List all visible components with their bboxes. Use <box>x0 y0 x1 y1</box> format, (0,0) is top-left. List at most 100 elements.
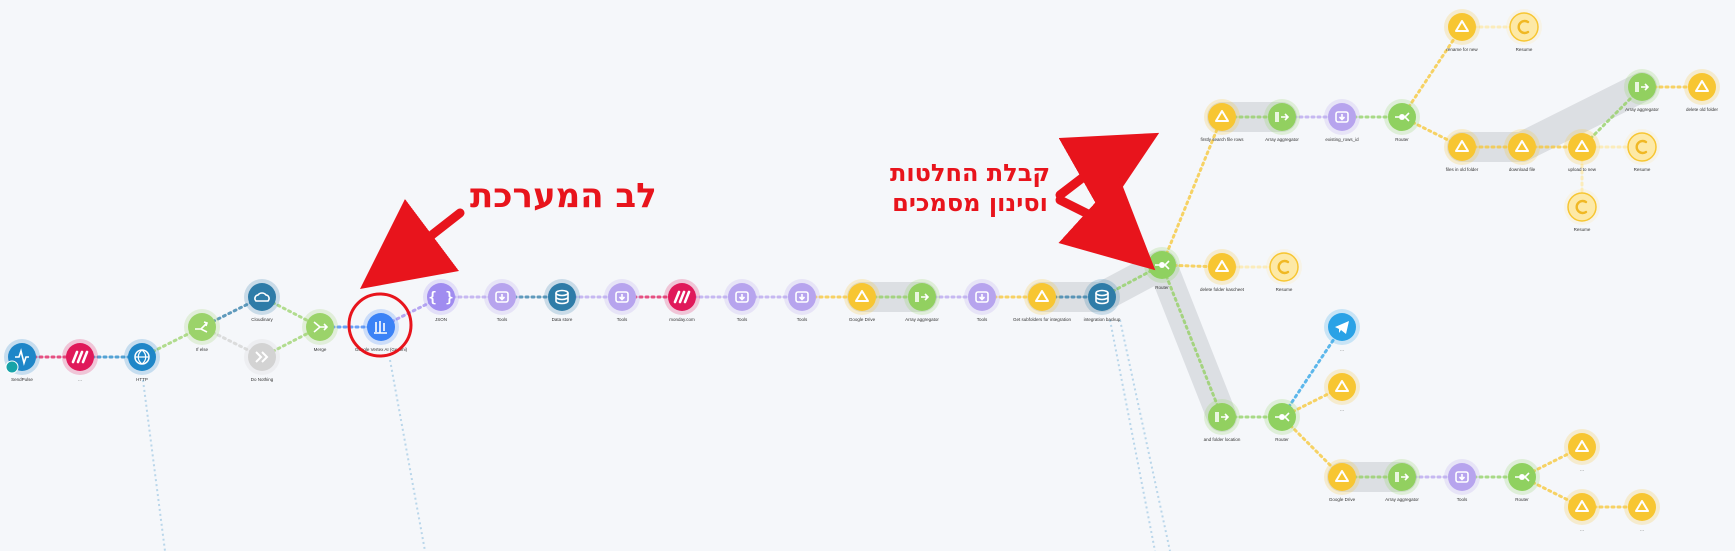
module-circle[interactable] <box>1088 283 1116 311</box>
scenario-module[interactable]: Google Drive <box>1324 459 1360 502</box>
scenario-module[interactable]: files in old folder <box>1444 129 1480 172</box>
drive-icon <box>1215 260 1229 272</box>
scenario-module[interactable]: Google Vertex AI (Gemini) <box>355 309 408 352</box>
scenario-module[interactable]: delete folder kascheet <box>1200 249 1245 292</box>
module-label: Array aggregator <box>905 317 939 322</box>
module-circle[interactable] <box>1568 433 1596 461</box>
module-circle[interactable] <box>1208 253 1236 281</box>
scenario-module[interactable]: ... <box>1624 489 1660 532</box>
scenario-module[interactable]: Tools <box>964 279 1000 322</box>
connection-line <box>1580 85 1644 149</box>
scenario-module[interactable]: Router <box>1384 99 1420 142</box>
scenario-module[interactable]: Tools <box>484 279 520 322</box>
merge-icon <box>313 321 329 333</box>
array-icon <box>1635 82 1650 92</box>
module-circle[interactable] <box>1567 192 1597 222</box>
scenario-module[interactable]: ... <box>1324 309 1360 352</box>
module-label: Tools <box>1457 497 1468 502</box>
scenario-module[interactable]: ... <box>1564 429 1600 472</box>
module-circle[interactable] <box>1627 132 1657 162</box>
router-branch-icon <box>1395 112 1410 122</box>
module-circle[interactable] <box>248 283 276 311</box>
scenario-module[interactable]: Router <box>1264 399 1300 442</box>
scenario-module[interactable]: firstly search file rows <box>1200 99 1244 142</box>
scenario-module[interactable]: Resume <box>1506 9 1542 52</box>
scenario-module[interactable]: Tools <box>784 279 820 322</box>
module-circle[interactable] <box>1568 133 1596 161</box>
scenario-module[interactable]: Array aggregator <box>1264 99 1300 142</box>
array-icon <box>1395 472 1410 482</box>
scenario-module[interactable]: delete old folder <box>1684 69 1720 112</box>
module-label: ... <box>1340 407 1344 412</box>
scenario-module[interactable]: { }JSON <box>423 279 459 322</box>
scenario-module[interactable]: Do Nothing <box>244 339 280 382</box>
scenario-module[interactable]: Get subfolders for integration <box>1013 279 1072 322</box>
router-icon <box>1519 474 1525 480</box>
module-circle[interactable] <box>1448 13 1476 41</box>
scenario-module[interactable]: existing_rows_id <box>1324 99 1360 142</box>
module-circle[interactable] <box>1328 373 1356 401</box>
scenario-module[interactable]: Resume <box>1624 129 1660 172</box>
arrow-decisions-up <box>1055 132 1160 217</box>
module-label: files in old folder <box>1446 167 1479 172</box>
module-circle[interactable] <box>1568 493 1596 521</box>
connection-line <box>1280 325 1344 419</box>
module-label: Tools <box>737 317 748 322</box>
module-circle[interactable] <box>1028 283 1056 311</box>
scenario-module[interactable]: rename for new <box>1444 9 1480 52</box>
module-circle[interactable] <box>848 283 876 311</box>
drive-icon <box>1215 110 1229 122</box>
scenario-module[interactable]: Router <box>1504 459 1540 502</box>
drive-icon <box>855 290 869 302</box>
module-circle[interactable] <box>1269 252 1299 282</box>
module-label: Router <box>1275 437 1289 442</box>
module-circle[interactable] <box>1509 12 1539 42</box>
scenario-module[interactable]: Array aggregator <box>1624 69 1660 112</box>
module-label: ... <box>1340 347 1344 352</box>
scenario-module[interactable]: upload to new <box>1564 129 1600 172</box>
connection-line <box>1280 415 1344 479</box>
drive-icon <box>1635 500 1649 512</box>
scenario-module[interactable]: Array aggregator <box>1384 459 1420 502</box>
scenario-module[interactable]: Data store <box>544 279 580 322</box>
scenario-module[interactable]: Tools <box>724 279 760 322</box>
scenario-module[interactable]: and folder location <box>1204 399 1241 442</box>
module-circle[interactable] <box>427 283 455 311</box>
json-icon: { } <box>428 290 453 306</box>
scenario-module[interactable]: download file <box>1504 129 1540 172</box>
scenario-module[interactable]: Resume <box>1564 189 1600 232</box>
module-circle[interactable] <box>548 283 576 311</box>
scenario-module[interactable]: Cloudinary <box>244 279 280 322</box>
scenario-module[interactable]: If else <box>184 309 220 352</box>
globe-lines-icon <box>135 349 149 365</box>
scenario-module[interactable]: ... <box>62 339 98 382</box>
scenario-module[interactable]: Array aggregator <box>904 279 940 322</box>
module-label: Tools <box>977 317 988 322</box>
module-circle[interactable] <box>1508 133 1536 161</box>
skip-icon <box>255 351 269 363</box>
tools-icon <box>1455 471 1469 483</box>
scenario-module[interactable]: Merge <box>302 309 338 352</box>
scenario-module[interactable]: HTTP <box>124 339 160 382</box>
module-label: Router <box>1155 285 1169 290</box>
scenario-module[interactable]: Google Drive <box>844 279 880 322</box>
module-circle[interactable] <box>1208 103 1236 131</box>
scenario-module[interactable]: integration backup <box>1084 279 1121 322</box>
drive-icon <box>1575 440 1589 452</box>
module-circle[interactable] <box>1628 493 1656 521</box>
tools-icon <box>735 291 749 303</box>
module-circle[interactable] <box>367 313 395 341</box>
module-circle[interactable] <box>1448 133 1476 161</box>
canvas-background <box>142 319 1171 551</box>
scenario-module[interactable]: monday.com <box>664 279 700 322</box>
module-circle[interactable] <box>1328 463 1356 491</box>
module-circle[interactable] <box>1688 73 1716 101</box>
scenario-module[interactable]: SendPulse <box>4 339 40 382</box>
scenario-module[interactable]: ... <box>1324 369 1360 412</box>
scenario-module[interactable]: Tools <box>1444 459 1480 502</box>
annotation-arrows <box>347 132 1160 358</box>
scenario-module[interactable]: ... <box>1564 489 1600 532</box>
scenario-module[interactable]: Tools <box>604 279 640 322</box>
scenario-module[interactable]: Resume <box>1266 249 1302 292</box>
